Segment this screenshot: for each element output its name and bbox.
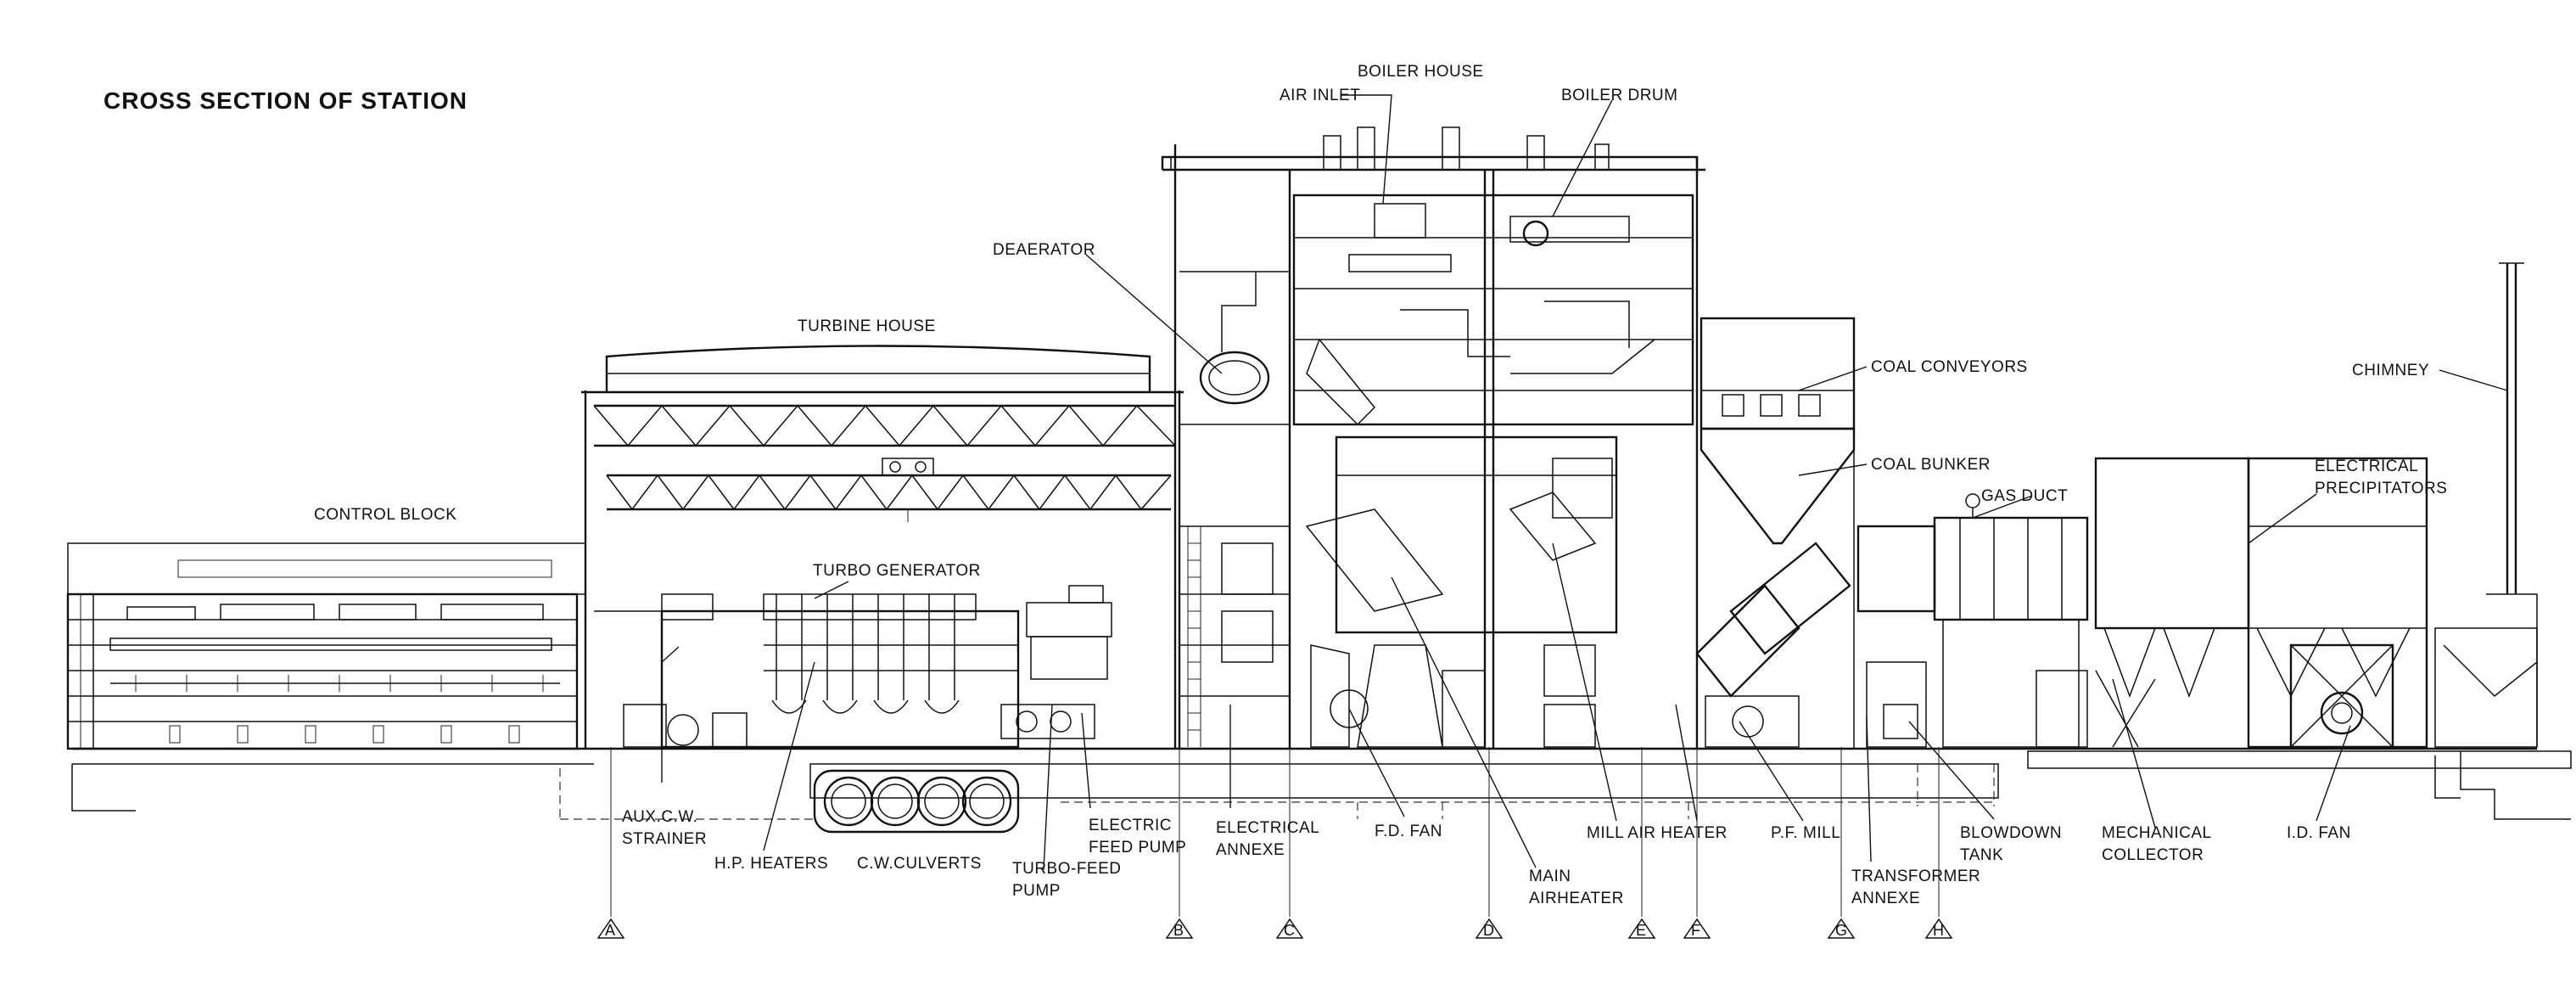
label-main-airheater-line2: AIRHEATER (1529, 890, 1624, 907)
grid-marker-d (1475, 918, 1504, 939)
label-mechanical-collector-line1: MECHANICAL (2102, 824, 2212, 842)
label-aux-cw-strainer-line1: AUX.C.W. (622, 808, 698, 826)
grid-markers: A B C D E F G H (596, 747, 1953, 939)
label-electrical-precipitators-line2: PRECIPITATORS (2315, 480, 2447, 497)
grid-marker-f (1683, 918, 1711, 939)
grid-marker-e (1627, 918, 1656, 939)
grid-label-e: E (1636, 922, 1646, 939)
cw-culverts-drawing (813, 769, 1020, 834)
label-electric-feed-pump-line1: ELECTRIC (1089, 817, 1172, 834)
label-turbo-feed-pump-line1: TURBO-FEED (1012, 860, 1122, 878)
grid-label-g: G (1835, 922, 1847, 939)
chimney-drawing (2486, 262, 2538, 747)
component-labels: BOILER HOUSE AIR INLET BOILER DRUM DEAER… (314, 63, 2447, 907)
label-electrical-annexe-line2: ANNEXE (1216, 841, 1285, 859)
label-main-airheater-line1: MAIN (1529, 868, 1571, 885)
label-blowdown-tank-line2: TANK (1960, 846, 2003, 864)
label-deaerator: DEAERATOR (993, 241, 1095, 259)
label-aux-cw-strainer-line2: STRAINER (622, 830, 707, 848)
diagram-title: CROSS SECTION OF STATION (104, 87, 468, 114)
label-air-inlet: AIR INLET (1280, 87, 1360, 104)
label-boiler-drum: BOILER DRUM (1561, 87, 1677, 104)
label-chimney: CHIMNEY (2352, 362, 2429, 379)
label-turbo-feed-pump-line2: PUMP (1012, 882, 1061, 900)
gas-handling-drawing (1856, 457, 2538, 749)
label-hp-heaters: H.P. HEATERS (714, 855, 828, 873)
grid-marker-b (1165, 918, 1194, 939)
grid-marker-h (1924, 918, 1953, 939)
label-transformer-annexe-line2: ANNEXE (1851, 890, 1920, 907)
ground-and-foundations (71, 747, 2572, 820)
label-mechanical-collector-line2: COLLECTOR (2102, 846, 2204, 864)
label-cw-culverts: C.W.CULVERTS (857, 855, 982, 873)
leader-lines (661, 94, 2508, 871)
label-blowdown-tank-line1: BLOWDOWN (1960, 824, 2062, 842)
label-coal-bunker: COAL BUNKER (1871, 456, 1991, 474)
label-turbo-generator: TURBO GENERATOR (813, 562, 981, 580)
label-turbine-house: TURBINE HOUSE (798, 317, 936, 335)
label-pf-mill: P.F. MILL (1771, 824, 1840, 842)
coal-bunker-drawing (1695, 317, 1856, 749)
grid-label-c: C (1284, 922, 1295, 939)
grid-label-h: H (1933, 922, 1944, 939)
grid-label-d: D (1483, 922, 1494, 939)
label-gas-duct: GAS DUCT (1981, 487, 2068, 505)
turbine-house-drawing (581, 345, 1184, 749)
label-fd-fan: F.D. FAN (1375, 823, 1442, 840)
grid-marker-a (596, 918, 625, 939)
label-electrical-precipitators-line1: ELECTRICAL (2315, 458, 2418, 475)
grid-label-f: F (1691, 922, 1700, 939)
control-block-drawing (66, 542, 586, 750)
label-coal-conveyors: COAL CONVEYORS (1871, 358, 2028, 376)
label-electric-feed-pump-line2: FEED PUMP (1089, 839, 1186, 856)
label-control-block: CONTROL BLOCK (314, 506, 456, 524)
grid-marker-g (1827, 918, 1856, 939)
label-mill-air-heater: MILL AIR HEATER (1587, 824, 1728, 842)
grid-marker-c (1275, 918, 1304, 939)
label-transformer-annexe-line1: TRANSFORMER (1851, 868, 1980, 885)
label-id-fan: I.D. FAN (2287, 824, 2351, 842)
label-electrical-annexe-line1: ELECTRICAL (1216, 819, 1319, 837)
grid-label-a: A (605, 922, 615, 939)
grid-label-b: B (1173, 922, 1184, 939)
boiler-house-drawing (1161, 126, 1705, 749)
label-boiler-house: BOILER HOUSE (1358, 63, 1484, 81)
